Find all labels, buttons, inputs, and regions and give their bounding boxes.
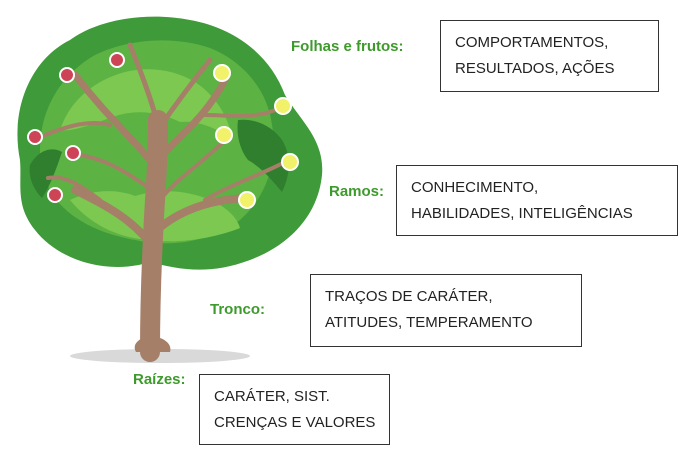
fruit-yellow — [215, 126, 233, 144]
box-line: CARÁTER, SIST. — [214, 388, 330, 405]
label-tronco: Tronco: — [210, 301, 265, 318]
label-raizes: Raízes: — [133, 371, 186, 388]
box-tronco: TRAÇOS DE CARÁTER, ATITUDES, TEMPERAMENT… — [310, 274, 582, 347]
box-line: HABILIDADES, INTELIGÊNCIAS — [411, 205, 633, 222]
fruit-red — [109, 52, 125, 68]
ground-shadow — [70, 349, 250, 363]
fruit-yellow — [281, 153, 299, 171]
label-folhas-e-frutos: Folhas e frutos: — [291, 38, 404, 55]
box-line: CRENÇAS E VALORES — [214, 414, 376, 431]
box-folhas-e-frutos: COMPORTAMENTOS, RESULTADOS, AÇÕES — [440, 20, 659, 92]
box-line: CONHECIMENTO, — [411, 179, 539, 196]
box-line: RESULTADOS, AÇÕES — [455, 60, 615, 77]
box-line: COMPORTAMENTOS, — [455, 34, 609, 51]
fruit-yellow — [213, 64, 231, 82]
fruit-yellow — [238, 191, 256, 209]
tree-fruits — [27, 52, 299, 209]
fruit-red — [27, 129, 43, 145]
box-ramos: CONHECIMENTO, HABILIDADES, INTELIGÊNCIAS — [396, 165, 678, 236]
fruit-yellow — [274, 97, 292, 115]
tree-trunk — [43, 42, 287, 362]
box-raizes: CARÁTER, SIST. CRENÇAS E VALORES — [199, 374, 390, 445]
fruit-red — [59, 67, 75, 83]
fruit-red — [47, 187, 63, 203]
box-line: TRAÇOS DE CARÁTER, — [325, 288, 493, 305]
box-line: ATITUDES, TEMPERAMENTO — [325, 314, 533, 331]
label-ramos: Ramos: — [329, 183, 385, 200]
tree-roots — [134, 338, 171, 352]
fruit-red — [65, 145, 81, 161]
